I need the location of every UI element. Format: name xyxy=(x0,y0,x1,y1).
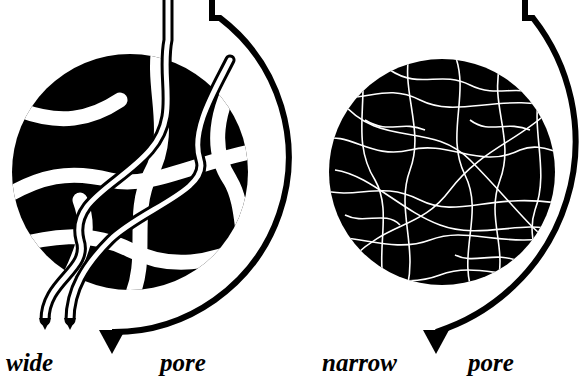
pore-label: wide xyxy=(6,350,53,375)
arrowhead xyxy=(99,330,125,354)
wide-pore-grain xyxy=(0,0,260,330)
flow-arrow xyxy=(112,0,576,332)
pore-label: narrow xyxy=(322,350,397,375)
arrowhead xyxy=(423,330,449,354)
pore-label: pore xyxy=(160,350,206,375)
pore-label: pore xyxy=(468,350,514,375)
